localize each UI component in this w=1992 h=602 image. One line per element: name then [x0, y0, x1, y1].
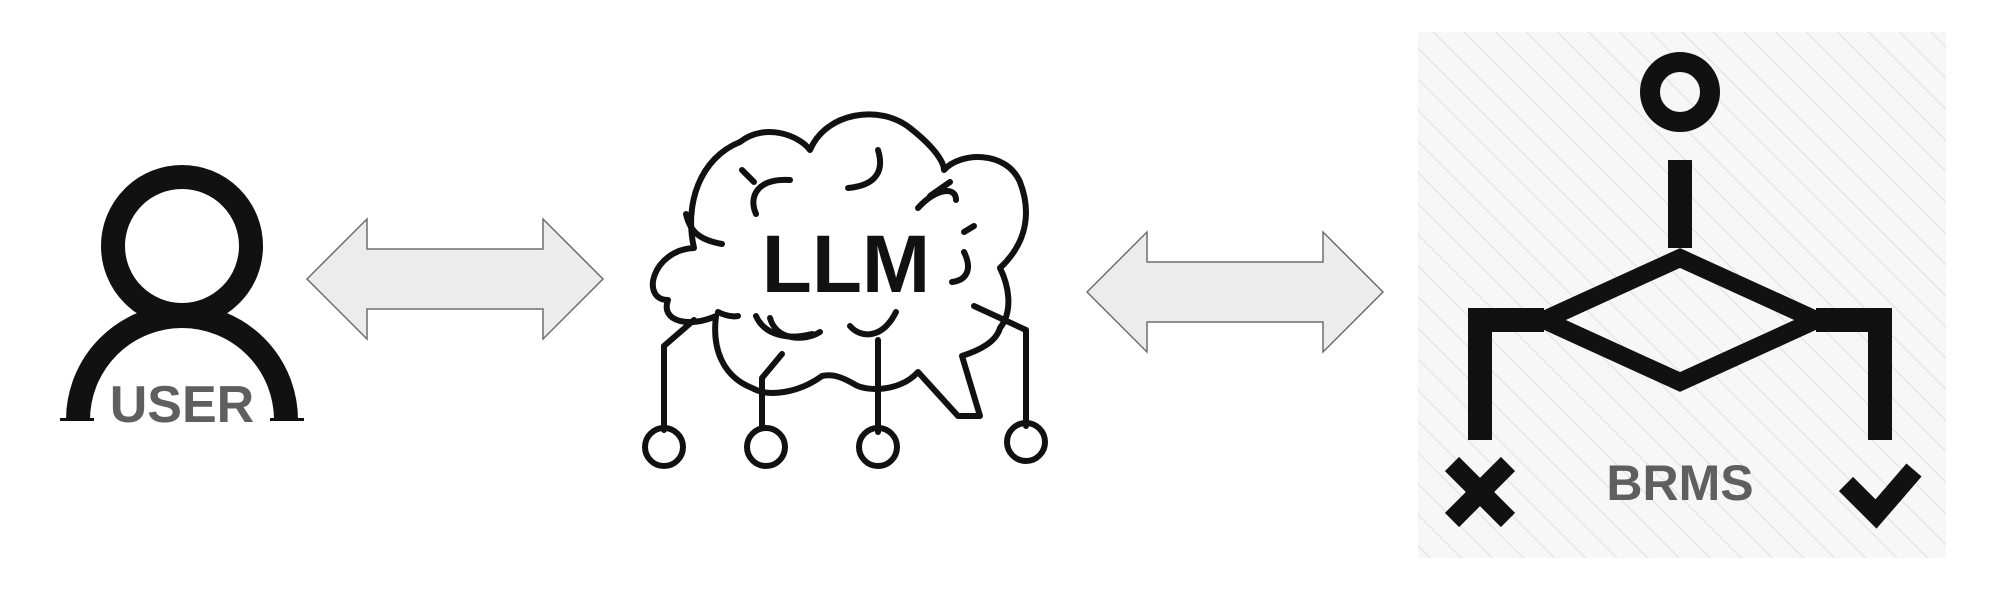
- brain-circuit-icon: [642, 111, 1048, 469]
- brain-fold: [927, 179, 953, 199]
- brms-node: BRMS: [1418, 32, 1946, 558]
- decision-flow-icon: [1468, 52, 1892, 440]
- brain-fold: [845, 147, 883, 191]
- circuit-node: [856, 425, 900, 469]
- brain-fold: [949, 249, 971, 285]
- circuit-trace: [661, 317, 697, 433]
- circuit-node: [642, 425, 686, 469]
- user-label: USER: [110, 376, 254, 434]
- brain-fold: [961, 223, 977, 235]
- brain-fold: [739, 167, 757, 185]
- start-node: [1640, 52, 1720, 132]
- approve-check-icon: [1838, 463, 1922, 529]
- brain-fold: [715, 309, 741, 320]
- llm-label: LLM: [762, 219, 930, 310]
- brain-fold: [750, 176, 793, 217]
- double-arrow-llm-brms: [1085, 230, 1385, 354]
- brain-fold: [683, 211, 725, 247]
- circuit-node: [744, 425, 788, 469]
- brain-outline: [649, 111, 1029, 419]
- llm-node: LLM: [642, 111, 1048, 469]
- brain-fold: [767, 315, 823, 341]
- circuit-trace: [971, 303, 1029, 429]
- circuit-node: [1004, 420, 1048, 464]
- user-icon: [66, 165, 298, 421]
- user-node: USER: [60, 165, 304, 434]
- brain-fold: [847, 309, 899, 338]
- no-branch: [1468, 308, 1544, 440]
- brain-fold: [915, 188, 959, 211]
- circuit-trace: [759, 351, 785, 431]
- decision-diamond: [1522, 248, 1838, 392]
- brms-label: BRMS: [1606, 455, 1753, 511]
- yes-branch: [1816, 308, 1892, 440]
- double-arrow-user-llm: [305, 217, 605, 341]
- reject-x-icon: [1444, 456, 1516, 528]
